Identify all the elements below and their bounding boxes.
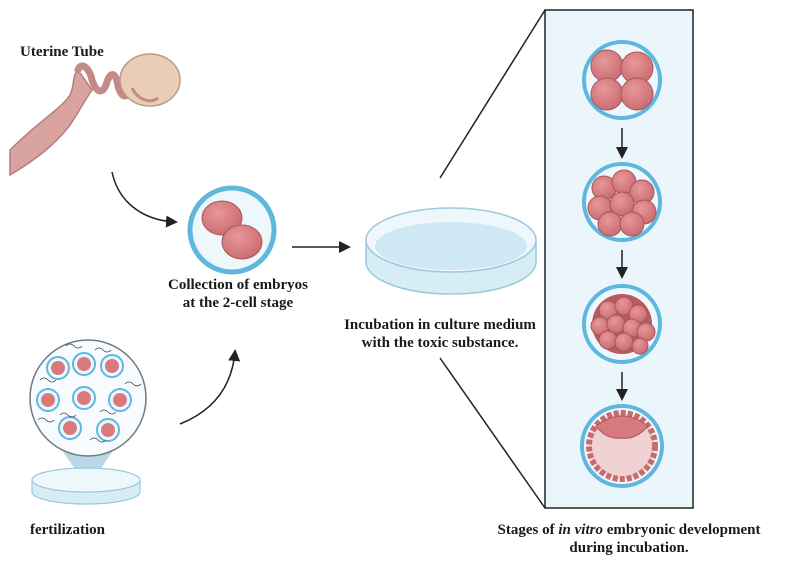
label-stages-post: embryonic development xyxy=(602,522,761,538)
fertilization-illustration xyxy=(29,339,147,505)
label-incubation: Incubation in culture medium with the to… xyxy=(320,316,560,352)
two-cell-embryo xyxy=(187,185,277,275)
embryo-stage-4-cell xyxy=(582,40,662,120)
label-stages-line1: Stages of in vitro embryonic development xyxy=(476,521,782,539)
embryo-stage-morula xyxy=(582,284,662,364)
label-collection-line2: at the 2-cell stage xyxy=(182,295,294,311)
label-stages: Stages of in vitro embryonic development… xyxy=(476,521,782,557)
label-uterine-tube: Uterine Tube xyxy=(20,44,104,60)
petri-dish xyxy=(365,207,537,295)
label-fertilization: fertilization xyxy=(30,522,105,538)
label-collection-line1: Collection of embryos xyxy=(168,277,308,293)
arrow-tube-to-collection xyxy=(111,171,178,228)
label-stages-line2: during incubation. xyxy=(569,540,689,556)
zoom-line-bottom xyxy=(439,357,546,509)
zoom-line-top xyxy=(439,9,546,179)
arrow-fertilization-to-collection xyxy=(179,349,241,425)
label-incubation-line1: Incubation in culture medium xyxy=(344,317,536,333)
embryo-stage-blastocyst xyxy=(580,404,664,488)
uterine-tube-illustration xyxy=(9,53,181,177)
label-collection: Collection of embryos at the 2-cell stag… xyxy=(138,276,338,312)
embryo-stage-8-cell xyxy=(582,162,662,242)
label-stages-italic: in vitro xyxy=(558,522,603,538)
label-incubation-line2: with the toxic substance. xyxy=(361,335,519,351)
label-stages-pre: Stages of xyxy=(497,522,559,538)
